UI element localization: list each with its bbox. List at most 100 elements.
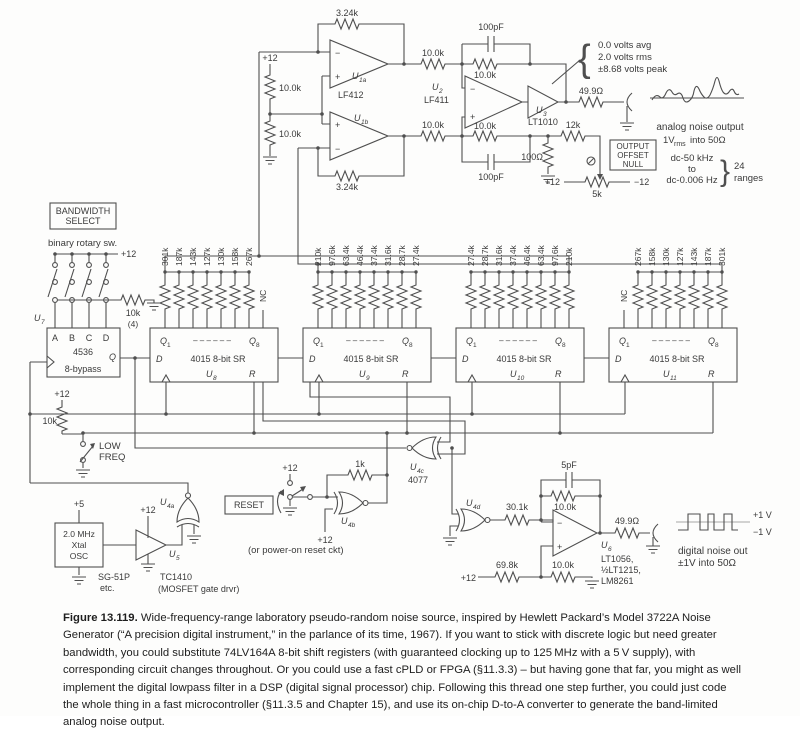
resistor [117, 294, 149, 306]
bandwidth-select: BANDWIDTH SELECT binary rotary sw. +12 1… [34, 202, 162, 378]
digital-out-label: digital noise out [678, 546, 748, 557]
output-connector [626, 92, 633, 112]
ref-u5: U [169, 549, 176, 559]
ref-u4c-sub: 4c [417, 468, 425, 475]
reset-box [224, 495, 274, 515]
pot-wiper-arrow [597, 174, 603, 180]
u7-pin: D [103, 333, 110, 343]
digital-output-stage: 30.1k 5pF 10.0k − + +12 69.8k 10.0k U 6 … [461, 460, 772, 589]
resistor [491, 571, 523, 583]
ref-u7: U [34, 313, 41, 323]
wires [29, 23, 723, 578]
minus-sign: − [335, 144, 340, 154]
supply-label: +12 [121, 249, 136, 259]
pin-q1: Q [619, 336, 626, 346]
ref-u7-sub: 7 [41, 319, 45, 326]
resistor-value: 31.6k [494, 244, 504, 266]
supply-label: +12 [461, 573, 476, 583]
pin-r: R [555, 369, 562, 379]
capacitor-value: 100pF [478, 22, 504, 32]
resistor-value: 69.8k [496, 560, 519, 570]
resistor-value: 46.4k [355, 244, 365, 266]
xtal-osc-box [54, 522, 104, 568]
resistor-value: 10.0k [474, 121, 497, 131]
range-count: 24 [734, 161, 745, 172]
part-note: (MOSFET gate drvr) [158, 584, 239, 594]
ground-icon [71, 576, 87, 585]
resistor-value: 97.6k [550, 244, 560, 266]
ground-icon [442, 537, 458, 546]
buffer-u5 [135, 529, 168, 561]
resistor-value: 46.4k [522, 244, 532, 266]
pot-value: 5k [592, 189, 602, 199]
range-hi: dc-50 kHz [671, 153, 714, 164]
resistor-value: 158k [230, 247, 240, 266]
ref-u11: U [663, 369, 670, 379]
minus-sign: − [557, 518, 562, 528]
reset-switch[interactable] [287, 480, 313, 500]
range-to: to [688, 164, 696, 175]
bandwidth-label: SELECT [65, 216, 101, 226]
dashes: – – – – – – [193, 336, 231, 345]
resistor-value: 158k [647, 247, 657, 266]
lowfreq-switch: +12 10k LOW FREQ [42, 389, 125, 478]
supply-label: +12 [317, 535, 332, 545]
resistor-value: 267k [633, 247, 643, 266]
ref-u4b-sub: 4b [348, 522, 356, 529]
u7-part: 4536 [73, 347, 93, 357]
ground-icon [75, 469, 91, 478]
u7-mode: 8-bypass [65, 364, 102, 374]
part-4015: 4015 8-bit SR [496, 354, 552, 364]
opamp-u2 [464, 75, 524, 129]
part-lf411: LF411 [424, 95, 449, 105]
analog-out-load: into 50Ω [690, 135, 726, 146]
offset-null-line: OUTPUT [617, 142, 650, 151]
lowfreq-toggle[interactable] [79, 441, 95, 463]
ground-icon [140, 563, 156, 572]
part-4015: 4015 8-bit SR [649, 354, 705, 364]
lowfreq-label: LOW [99, 441, 121, 452]
rotary-switches[interactable] [47, 254, 109, 328]
pin-q1: Q [466, 336, 473, 346]
pin-q8: Q [402, 336, 409, 346]
resistor-value: 37.4k [369, 244, 379, 266]
ref-u9: U [359, 369, 366, 379]
part-option: LM8261 [601, 576, 634, 586]
resistor-value: 1k [355, 459, 365, 469]
figure-caption: Figure 13.119. Wide-frequency-range labo… [63, 610, 741, 732]
resistor-value: 97.6k [327, 244, 337, 266]
resistor [56, 403, 68, 435]
resistor [501, 514, 533, 526]
pin-q1: Q [160, 336, 167, 346]
supply-label: +12 [545, 177, 560, 187]
resistor-value: 3.24k [336, 182, 359, 192]
pin-q8-sub: 8 [562, 342, 566, 349]
resistor-value: 130k [216, 247, 226, 266]
ref-u4d: U [466, 498, 473, 508]
analog-stage: +12 10.0k 10.0k 3.24k − + U 1a LF412 + −… [262, 8, 763, 199]
resistor [417, 130, 449, 142]
dashes: – – – – – – [346, 336, 384, 345]
ref-u2: U [432, 82, 439, 92]
part-option: ½LT1215, [601, 565, 641, 575]
wire [148, 299, 155, 303]
part-option: LT1056, [601, 554, 633, 564]
capacitor [565, 471, 573, 489]
part-lt1010: LT1010 [528, 117, 558, 127]
oscillator: +5 2.0 MHz Xtal OSC SG-51P etc. +12 U 5 … [54, 492, 239, 594]
resistor-value: 301k [160, 247, 170, 266]
resistor-value: 10.0k [279, 129, 302, 139]
resistor-value: 49.9Ω [615, 516, 640, 526]
ref-u10: U [510, 369, 517, 379]
ref-u4c: U [410, 462, 417, 472]
resistor-value: 10.0k [422, 120, 445, 130]
resistor-value: 28.7k [397, 244, 407, 266]
resistor-value: 37.4k [508, 244, 518, 266]
offset-null-box [609, 139, 657, 171]
xnor-gate-u4a [176, 492, 200, 528]
part-4015: 4015 8-bit SR [190, 354, 246, 364]
pin-d: D [462, 354, 469, 364]
ref-u10-sub: 10 [517, 375, 525, 382]
resistor-qty: (4) [128, 319, 139, 329]
